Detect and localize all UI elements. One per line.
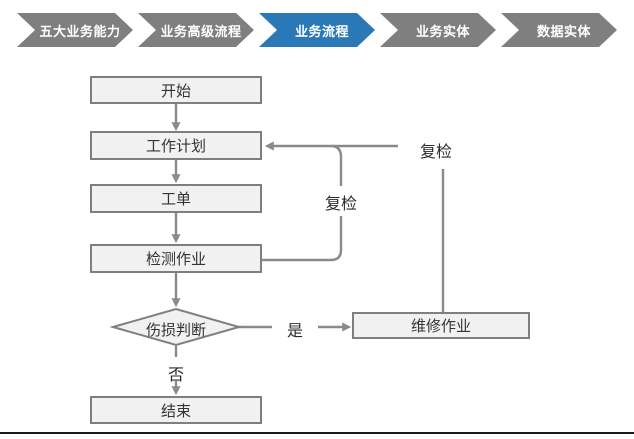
edge-label-recheck-outer: 复检 <box>419 142 452 161</box>
breadcrumb-step-five-capabilities[interactable]: 五大业务能力 <box>17 13 133 47</box>
edge-inspect-recheck-upper <box>330 144 343 186</box>
node-repair-job: 维修作业 <box>352 312 530 339</box>
breadcrumb-step-data-entity[interactable]: 数据实体 <box>501 13 617 47</box>
breadcrumb-step-business-process-active[interactable]: 业务流程 <box>259 13 375 47</box>
breadcrumb-step-high-level-process[interactable]: 业务高级流程 <box>138 13 254 47</box>
node-start: 开始 <box>90 76 262 104</box>
edge-label-recheck-inner: 复检 <box>324 194 357 213</box>
node-work-plan: 工作计划 <box>90 131 262 160</box>
node-work-order: 工单 <box>90 184 262 213</box>
decision-diamond-shape <box>109 307 243 347</box>
breadcrumb-step-business-entity[interactable]: 业务实体 <box>380 13 496 47</box>
edge-label-no: 否 <box>167 365 184 384</box>
node-end: 结束 <box>90 396 262 424</box>
breadcrumb: 五大业务能力 业务高级流程 业务流程 业务实体 数据实体 <box>17 13 617 47</box>
node-inspection-job: 检测作业 <box>90 244 262 273</box>
edge-label-yes: 是 <box>286 321 303 340</box>
edge-inspect-recheck-lower <box>262 216 343 262</box>
node-damage-judgment: 伤损判断 <box>145 321 206 339</box>
